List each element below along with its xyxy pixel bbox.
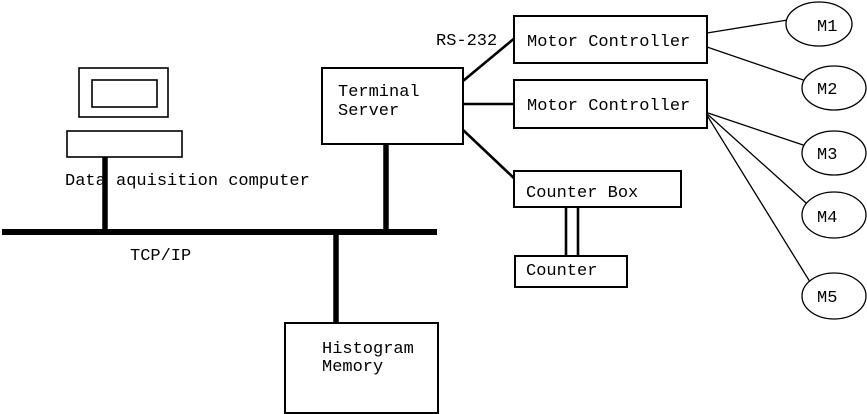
- terminal-server-box: [321, 67, 464, 145]
- motor-m5-label: M5: [817, 289, 837, 308]
- motor-controller-1-box: [513, 15, 708, 64]
- motor-m1-ellipse: [785, 1, 853, 47]
- motor-controller-1-label: Motor Controller: [527, 33, 690, 52]
- motor-controller-2-m4-connector: [704, 111, 816, 212]
- motor-m2-ellipse: [801, 65, 867, 111]
- counter-label: Counter: [526, 262, 597, 281]
- motor-m3-label: M3: [817, 146, 837, 165]
- motor-controller-2-m3-connector: [704, 111, 816, 150]
- rs232-link-motor-controller-1: [462, 35, 517, 83]
- histogram-memory-box: [284, 322, 439, 414]
- terminal-server-counter-box-connector: [461, 128, 518, 182]
- motor-m5-ellipse: [801, 272, 867, 320]
- motor-m4-label: M4: [817, 209, 837, 228]
- motor-controller-2-box: [513, 79, 708, 129]
- counter-box-box: [513, 170, 682, 208]
- terminal-server-label-line1: Terminal: [338, 83, 420, 102]
- tcpip-label: TCP/IP: [130, 247, 191, 266]
- motor-m1-label: M1: [817, 18, 837, 37]
- motor-m4-ellipse: [801, 191, 867, 239]
- motor-controller-1-m2-connector: [706, 46, 816, 85]
- terminal-server-label-line2: Server: [338, 102, 399, 121]
- rs232-label: RS-232: [436, 32, 497, 51]
- diagram-shapes: [66, 1, 867, 414]
- motor-m3-ellipse: [801, 130, 867, 176]
- computer-icon: [66, 67, 183, 158]
- counter-box: [514, 255, 628, 288]
- connector-lines: [2, 17, 816, 325]
- histogram-memory-label-line1: Histogram: [322, 340, 414, 359]
- counter-box-label: Counter Box: [526, 184, 638, 203]
- computer-caption-label: Data aquisition computer: [65, 172, 310, 191]
- histogram-memory-label-line2: Memory: [322, 358, 383, 377]
- keyboard-icon: [66, 130, 183, 158]
- motor-m2-label: M2: [817, 81, 837, 100]
- motor-controller-2-m5-connector: [704, 111, 816, 291]
- diagram-labels: Data aquisition computer TCP/IP RS-232 T…: [65, 18, 837, 377]
- motor-controller-2-label: Motor Controller: [527, 97, 690, 116]
- motor-controller-1-m1-connector: [706, 17, 801, 34]
- monitor-screen-icon: [91, 79, 158, 108]
